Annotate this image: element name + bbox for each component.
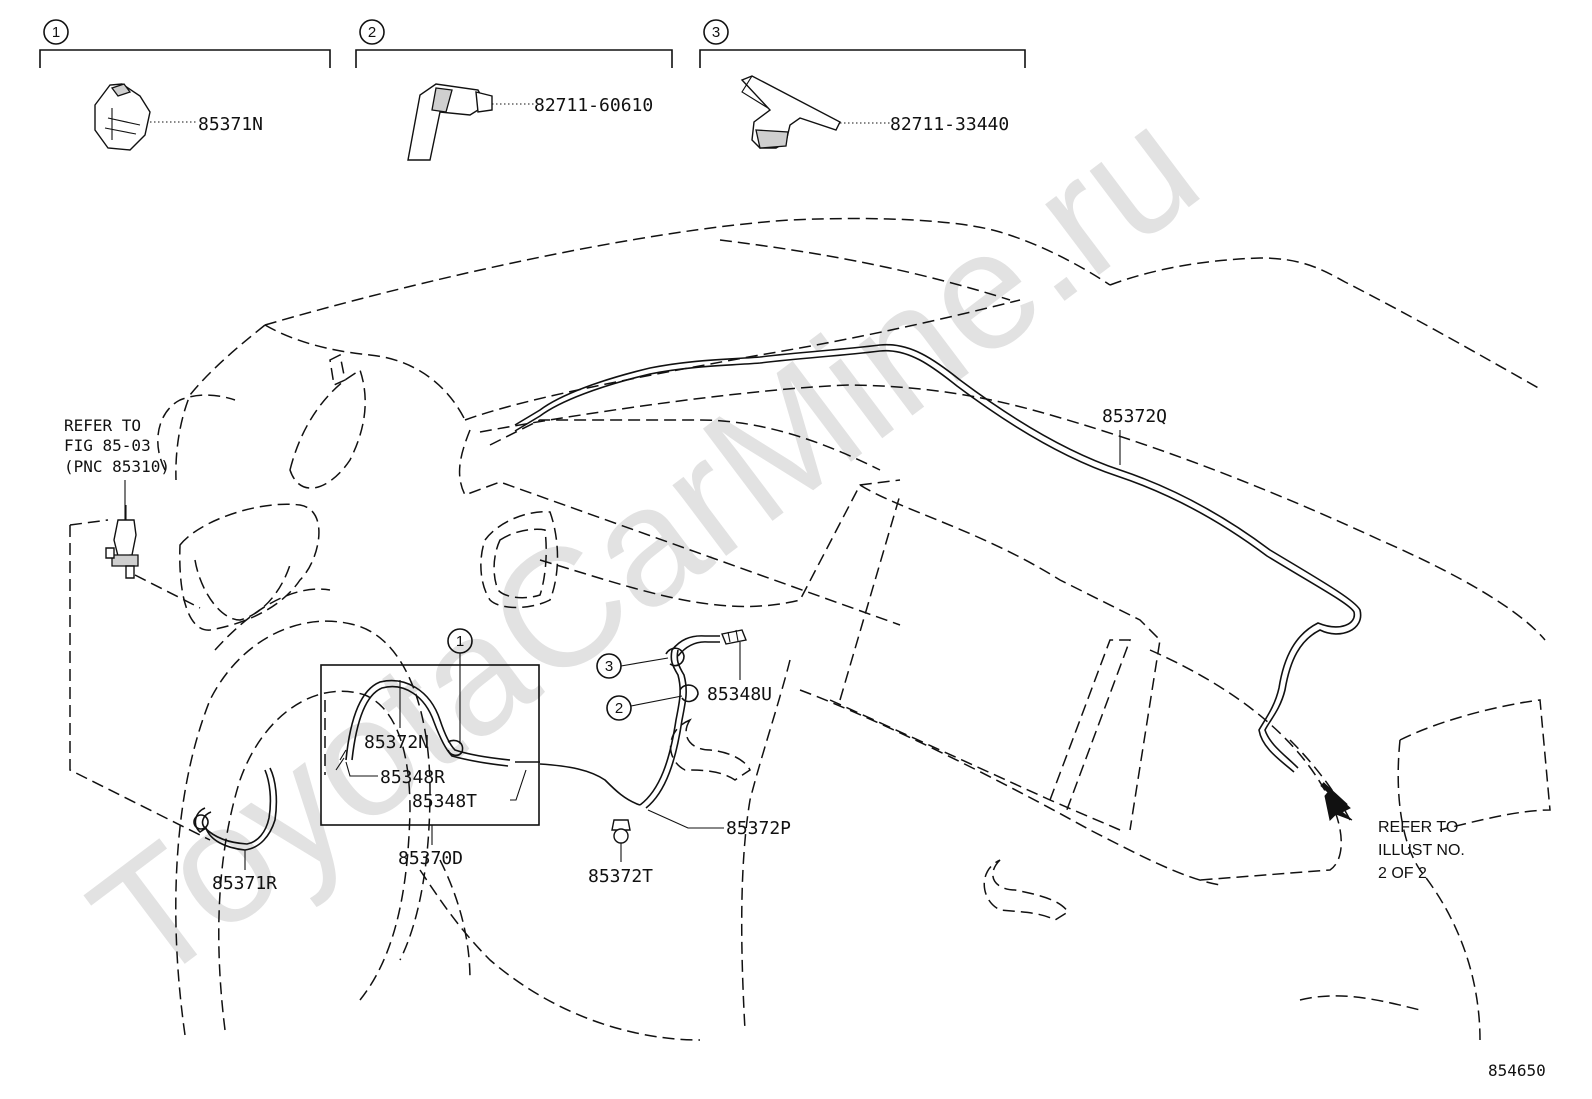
- part-label-85372Q: 85372Q: [1102, 406, 1167, 427]
- callout-2: 2: [606, 695, 683, 721]
- part-label-85348T: 85348T: [412, 791, 477, 812]
- refer-arrow-icon: [1320, 782, 1353, 822]
- clamp-85372T: [611, 819, 631, 844]
- refer-fig-line3: (PNC 85310): [64, 457, 170, 476]
- callout-3: 3: [596, 653, 669, 679]
- figure-number: 854650: [1488, 1061, 1546, 1080]
- clip-82711-33440-icon: [740, 75, 841, 149]
- part-label-85371N: 85371N: [198, 114, 263, 135]
- detail-marker-3-label: 3: [712, 24, 720, 41]
- part-label-82711-33440: 82711-33440: [890, 114, 1009, 135]
- detail-box-2: 2 82711-60610: [355, 19, 673, 161]
- part-label-82711-60610: 82711-60610: [534, 95, 653, 116]
- connector-85348R: [335, 749, 347, 771]
- hose-85371R: [193, 767, 278, 851]
- washer-pump-icon: [105, 505, 139, 579]
- hose-clip-82711-60610-icon: [407, 83, 493, 161]
- part-label-85348U: 85348U: [707, 684, 772, 705]
- assembly-box-85370D: [320, 664, 540, 826]
- clip-3-on-hose: [665, 647, 685, 667]
- refer-illust-line3: 2 OF 2: [1378, 865, 1427, 882]
- detail-marker-3: [703, 19, 729, 45]
- hose-85372Q: [514, 343, 1362, 773]
- hose-85372N: [345, 679, 511, 767]
- detail-box-1: 1 85371N: [39, 19, 331, 151]
- refer-fig-line2: FIG 85-03: [64, 436, 151, 455]
- detail-marker-1-label: 1: [52, 24, 60, 41]
- vehicle-outline: [69, 217, 1551, 1041]
- callout-1: 1: [447, 628, 473, 744]
- part-label-85372N: 85372N: [364, 732, 429, 753]
- svg-text:1: 1: [456, 633, 464, 650]
- part-label-85372T: 85372T: [588, 866, 653, 887]
- svg-text:2: 2: [615, 700, 623, 717]
- svg-text:3: 3: [605, 658, 613, 675]
- detail-marker-1: [43, 19, 69, 45]
- refer-illust-line1: REFER TO: [1378, 819, 1458, 836]
- refer-fig-line1: REFER TO: [64, 416, 141, 435]
- detail-marker-2: [359, 19, 385, 45]
- clip-2-on-hose: [679, 684, 699, 703]
- part-label-85371R: 85371R: [212, 873, 277, 894]
- connector-85348U: [721, 629, 747, 645]
- detail-marker-2-label: 2: [368, 24, 376, 41]
- refer-illust-line2: ILLUST NO.: [1378, 842, 1465, 859]
- part-label-85370D: 85370D: [398, 848, 463, 869]
- washer-nozzle-85371N-icon: [94, 83, 151, 151]
- part-label-85348R: 85348R: [380, 767, 445, 788]
- part-label-85372P: 85372P: [726, 818, 791, 839]
- detail-box-3: 3 82711-33440: [699, 19, 1026, 149]
